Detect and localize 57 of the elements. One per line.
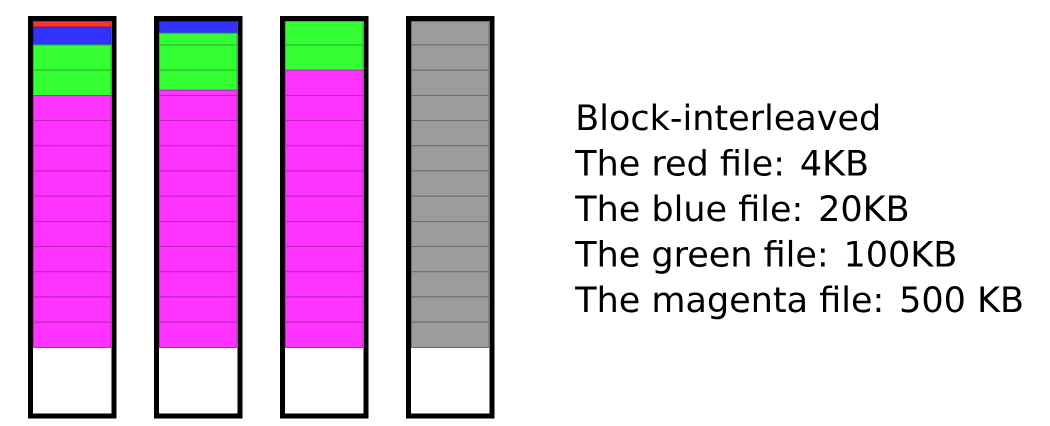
data-block	[411, 321, 490, 348]
data-block	[285, 120, 364, 147]
data-block	[411, 120, 490, 147]
data-block	[411, 170, 490, 197]
data-block	[411, 44, 490, 71]
data-block	[33, 170, 112, 197]
data-block	[285, 271, 364, 298]
data-block	[159, 271, 238, 298]
data-block	[285, 69, 364, 96]
data-block	[285, 296, 364, 323]
data-block	[159, 170, 238, 197]
data-block	[33, 94, 112, 122]
data-block	[33, 321, 112, 348]
data-block	[159, 21, 238, 34]
data-block	[33, 44, 112, 71]
data-block	[159, 44, 238, 71]
data-block	[285, 21, 364, 46]
data-block	[33, 271, 112, 298]
data-block	[159, 220, 238, 248]
data-block	[159, 195, 238, 222]
data-block	[285, 94, 364, 122]
data-block	[411, 69, 490, 96]
data-block	[411, 145, 490, 172]
data-block	[159, 32, 238, 46]
heading-text: Block-interleaved	[578, 103, 879, 131]
data-block	[33, 69, 112, 96]
data-block	[159, 246, 238, 273]
data-block	[159, 145, 238, 172]
data-block	[159, 296, 238, 323]
data-block	[159, 120, 238, 147]
data-block	[411, 195, 490, 222]
data-block	[159, 321, 238, 348]
data-block	[411, 21, 490, 46]
data-block	[33, 26, 112, 46]
data-block	[33, 296, 112, 323]
file-size-text: The blue file: 20KB	[575, 194, 908, 222]
data-block	[285, 170, 364, 197]
data-block	[285, 321, 364, 348]
file-size-text: The magenta file: 500 KB	[575, 285, 1022, 320]
data-block	[411, 220, 490, 248]
data-block	[33, 195, 112, 222]
data-block	[411, 271, 490, 298]
file-size-text: The red file: 4KB	[575, 148, 867, 176]
data-block	[285, 246, 364, 273]
data-block	[33, 220, 112, 248]
data-block	[411, 296, 490, 323]
data-block	[285, 145, 364, 172]
data-block	[285, 220, 364, 248]
data-block	[285, 195, 364, 222]
data-block	[33, 246, 112, 273]
data-block	[159, 69, 238, 91]
data-block	[411, 94, 490, 122]
file-size-text: The green file: 100KB	[575, 239, 955, 274]
data-block	[33, 120, 112, 147]
data-block	[285, 44, 364, 71]
data-block	[33, 145, 112, 172]
data-block	[411, 246, 490, 273]
